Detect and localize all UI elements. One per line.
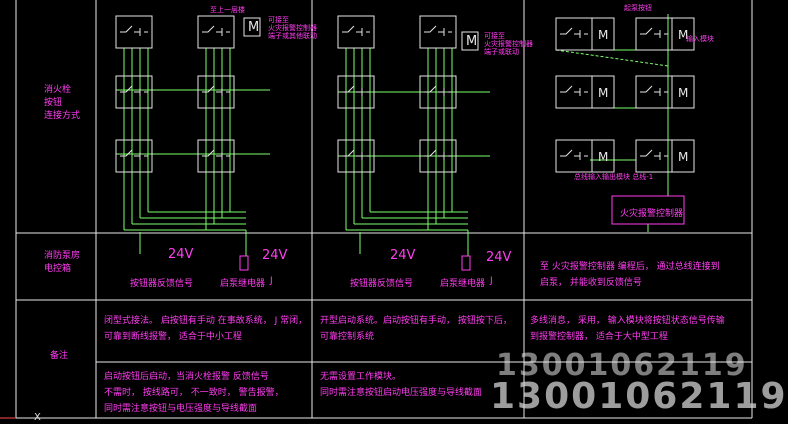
col1-remark-2: 可靠到断线报警， 适合于中小工程: [104, 332, 242, 342]
col2-remark-4: 同时需注意按钮启动电压强度与导线截面: [320, 388, 483, 398]
col3-hydrant-box-1-0: M: [635, 17, 695, 51]
module-m-label: M: [678, 86, 688, 100]
col2-hydrant-box-1-1: [419, 75, 457, 109]
col3-controller-label: 火灾报警控制器: [620, 209, 684, 219]
col1-callout-top: 至上一层楼: [210, 6, 245, 14]
col3-remark-1: 多线消息， 采用， 输入模块将按钮状态信号传输: [530, 316, 725, 326]
x-axis-mark: X: [34, 412, 41, 423]
col2-remark-2: 可靠控制系统: [320, 332, 375, 342]
col1-hydrant-box-0-2: [115, 139, 153, 173]
table-grid: [15, 0, 753, 419]
col3-hydrant-box-1-2: M: [635, 139, 695, 173]
col3-callout-bottom: 总线输入输出模块 总线-1: [574, 173, 654, 181]
col2-module-box: [461, 31, 479, 51]
module-m-label: M: [598, 28, 608, 42]
col2-hydrant-box-1-2: [419, 139, 457, 173]
module-m-label: M: [598, 86, 608, 100]
col1-hydrant-box-1-1: [197, 75, 235, 109]
row-header-remarks: 备注: [50, 351, 69, 361]
col1-remark-1: 闭型式接法。 启按钮有手动 在事故系统， J 常闭，: [104, 316, 308, 326]
col1-callout-side: 可接至 火灾报警控制器 端子或其他联动: [268, 16, 317, 40]
module-m-label: M: [678, 150, 688, 164]
watermark-phone-bottom: 13001062119: [490, 376, 788, 417]
col1-module-symbol: M: [248, 20, 260, 35]
col2-relay-label: 启泵继电器: [440, 279, 486, 289]
module-m-label: M: [598, 150, 608, 164]
relay-box-col2: [461, 255, 471, 271]
col2-module-symbol: M: [466, 34, 478, 49]
col3-callout-top: 起泵按钮: [624, 4, 652, 12]
col1-remark-5: 同时需注意按钮与电压强度与导线截面: [104, 404, 258, 414]
col3-callout-right: 输入模块: [686, 35, 714, 43]
col1-hydrant-box-0-0: [115, 15, 153, 49]
col2-signal-label: 按钮器反馈信号: [350, 279, 414, 289]
col1-remark-3: 启动按钮后启动，当消火栓报警 反馈信号: [104, 372, 269, 382]
row-header-linkage-device: 消防泵房 电控箱: [44, 251, 81, 274]
col2-voltage-b: 24V: [486, 250, 512, 265]
fire-alarm-controller-box: [611, 195, 685, 225]
row-header-linkage-mode: 消火栓 按钮 连接方式: [44, 85, 81, 121]
relay-box-col1: [239, 255, 249, 271]
col1-remark-4: 不需时， 按线路可， 不一致时， 警告报警，: [104, 388, 284, 398]
col2-remark-1: 开型启动系统。启动按钮有手动， 按钮按下后，: [320, 316, 512, 326]
col2-hydrant-box-0-2: [337, 139, 375, 173]
watermark-phone-top: 13001062119: [496, 348, 748, 383]
col2-hydrant-box-0-1: [337, 75, 375, 109]
cad-drawing-canvas: M M M M M M: [0, 0, 753, 419]
col1-voltage-b: 24V: [262, 248, 288, 263]
hydrant-button-boxes: M M M M M M: [115, 15, 695, 173]
col1-relay-label: 启泵继电器: [220, 279, 266, 289]
col2-relay-symbol: J: [490, 276, 493, 286]
col1-hydrant-box-1-2: [197, 139, 235, 173]
module-m-label: M: [678, 28, 688, 42]
col2-hydrant-box-0-0: [337, 15, 375, 49]
wiring-col1: [116, 48, 270, 256]
col1-module-box: [243, 17, 261, 37]
col3-remark-2: 到报警控制器， 适合于大中型工程: [530, 332, 668, 342]
col2-hydrant-box-1-0: [419, 15, 457, 49]
col2-voltage-a: 24V: [390, 248, 416, 263]
col3-device-text-1: 至 火灾报警控制器 编程后， 通过总线连接到: [540, 262, 720, 272]
col1-signal-label: 按钮器反馈信号: [130, 279, 194, 289]
col1-hydrant-box-0-1: [115, 75, 153, 109]
col1-voltage-a: 24V: [168, 247, 194, 262]
col3-device-text-2: 启泵， 并能收到反馈信号: [540, 278, 642, 288]
col3-hydrant-box-1-1: M: [635, 75, 695, 109]
col2-remark-3: 无需设置工作模块。: [320, 372, 402, 382]
col1-hydrant-box-1-0: [197, 15, 235, 49]
col2-callout-side: 可接至 火灾报警控制器 端子或联动: [484, 32, 533, 56]
wiring-col2: [338, 48, 490, 256]
col3-hydrant-box-0-2: M: [555, 139, 615, 173]
col3-hydrant-box-0-1: M: [555, 75, 615, 109]
col1-relay-symbol: J: [270, 276, 273, 286]
col3-hydrant-box-0-0: M: [555, 17, 615, 51]
